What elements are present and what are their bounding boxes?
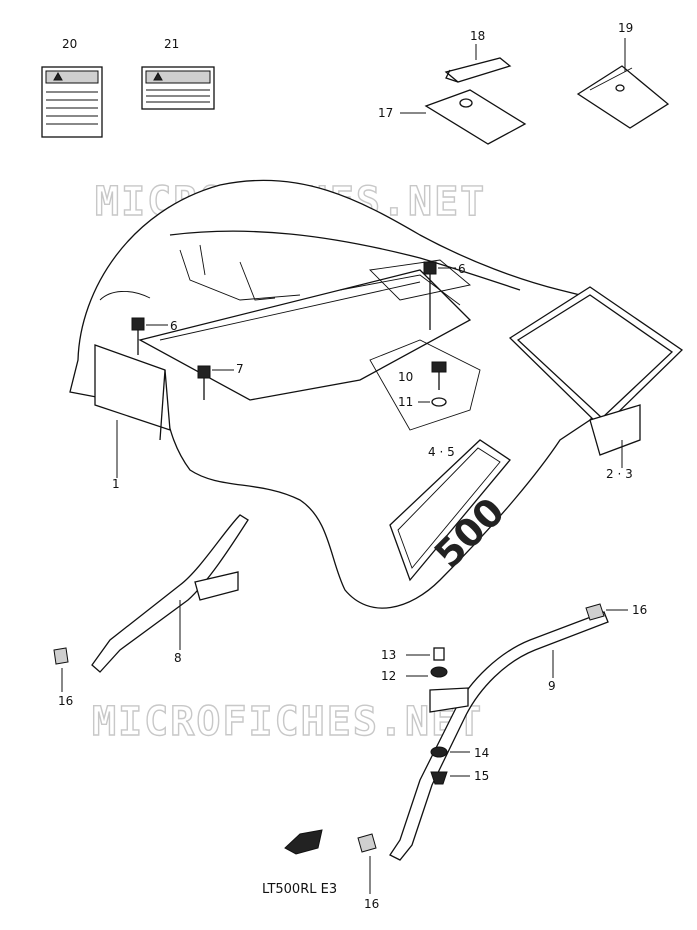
cap-16a[interactable]: [53, 647, 69, 665]
callout-11: 11: [398, 395, 413, 409]
callout-13: 13: [381, 648, 396, 662]
rear-fender-1[interactable]: [69, 179, 641, 609]
model-label: LT500RL E3: [262, 882, 337, 897]
callout-15: 15: [474, 769, 489, 783]
strap-18[interactable]: [444, 57, 512, 83]
callout-6a: 6: [170, 319, 178, 333]
warning-label-21[interactable]: [141, 66, 215, 110]
cushion-12[interactable]: [430, 666, 448, 678]
cap-16c[interactable]: [357, 833, 377, 853]
tool-bag-19[interactable]: [576, 65, 670, 129]
nut-15[interactable]: [430, 771, 448, 785]
callout-2-3: 2 · 3: [606, 467, 633, 481]
callout-4-5: 4 · 5: [428, 445, 455, 459]
stay-8[interactable]: [91, 514, 249, 673]
pouch-17[interactable]: [424, 89, 527, 145]
rear-carrier-2-3[interactable]: [508, 286, 684, 456]
callout-16b: 16: [632, 603, 647, 617]
callout-14: 14: [474, 746, 489, 760]
callout-6b: 6: [458, 262, 466, 276]
callout-20: 20: [62, 37, 77, 51]
collar-13[interactable]: [433, 647, 445, 661]
callout-21: 21: [164, 37, 179, 51]
callout-17: 17: [378, 106, 393, 120]
callout-7: 7: [236, 362, 244, 376]
callout-10: 10: [398, 370, 413, 384]
stay-9[interactable]: [389, 611, 609, 861]
watermark-bottom: MICROFICHES.NET: [92, 699, 483, 745]
callout-16c: 16: [364, 897, 379, 911]
callout-19: 19: [618, 21, 633, 35]
bolt-7[interactable]: [197, 365, 211, 400]
warning-label-20[interactable]: [41, 66, 103, 138]
bolt-6b[interactable]: [423, 261, 437, 330]
callout-16a: 16: [58, 694, 73, 708]
callout-18: 18: [470, 29, 485, 43]
front-arrow-icon: [284, 829, 323, 855]
cap-16b[interactable]: [585, 603, 605, 621]
callout-8: 8: [174, 651, 182, 665]
bolt-10[interactable]: [431, 361, 447, 390]
callout-1: 1: [112, 477, 120, 491]
cushion-14[interactable]: [430, 746, 448, 758]
washer-11[interactable]: [431, 397, 447, 407]
callout-12: 12: [381, 669, 396, 683]
bolt-6a[interactable]: [131, 317, 145, 355]
callout-9: 9: [548, 679, 556, 693]
